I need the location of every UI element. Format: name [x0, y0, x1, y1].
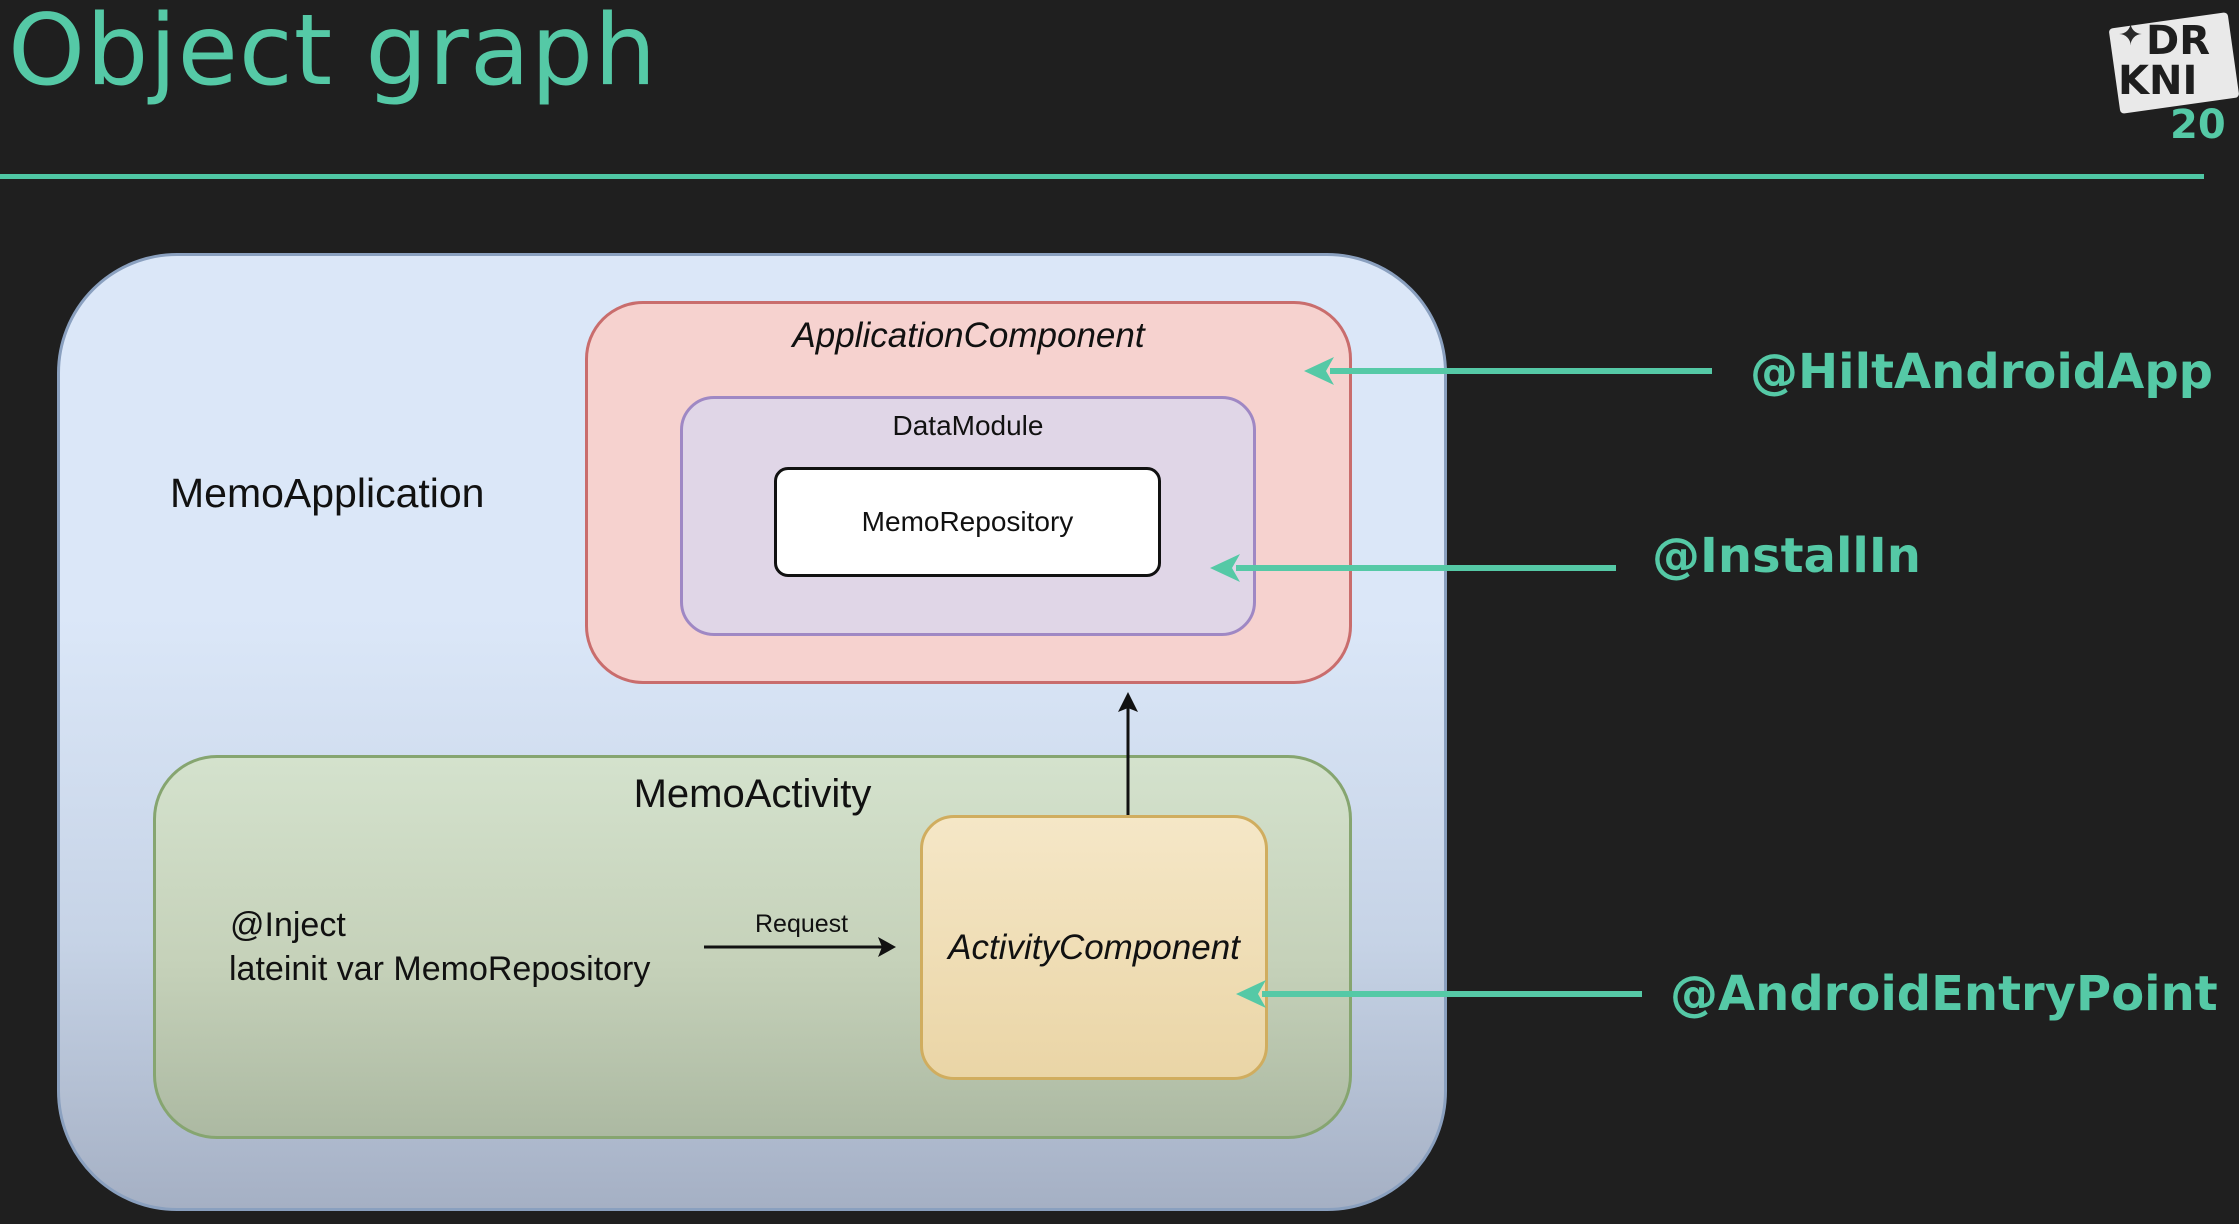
install-in-annotation: @InstallIn	[1652, 528, 1921, 584]
data-module-label: DataModule	[892, 410, 1044, 441]
conference-logo: ✦ DR KNI 20	[2108, 6, 2239, 148]
activity-component-box	[920, 815, 1268, 1080]
application-component-label: ApplicationComponent	[792, 316, 1145, 355]
memo-activity-label: MemoActivity	[633, 772, 872, 816]
logo-text-line1: DR	[2146, 18, 2211, 64]
memo-application-label: MemoApplication	[170, 470, 485, 516]
request-edge-label: Request	[755, 910, 849, 938]
android-entry-point-annotation: @AndroidEntryPoint	[1670, 966, 2218, 1022]
activity-component-label: ActivityComponent	[948, 928, 1240, 967]
inject-field-text: lateinit var MemoRepository	[229, 950, 651, 988]
memo-repository-label: MemoRepository	[861, 506, 1074, 537]
logo-text-line2: KNI	[2118, 58, 2198, 104]
logo-text-line3: 20	[2170, 102, 2226, 148]
logo-star-icon: ✦	[2118, 18, 2144, 53]
memo-repository-box	[774, 467, 1161, 577]
title-divider	[0, 174, 2204, 179]
hilt-android-app-annotation: @HiltAndroidApp	[1750, 344, 2214, 400]
inject-annotation-text: @Inject	[230, 906, 346, 944]
slide-title: Object graph	[8, 0, 658, 108]
